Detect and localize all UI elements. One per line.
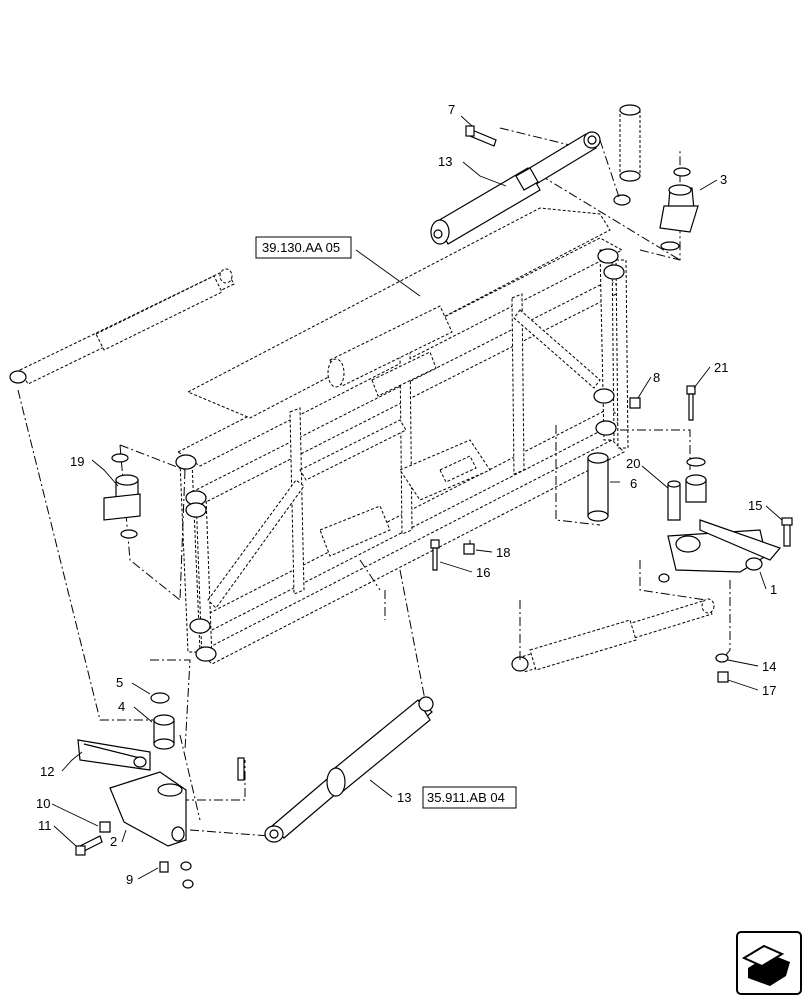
callout-13-upper: 13 (438, 154, 452, 169)
callout-5: 5 (116, 675, 123, 690)
upper-pin-column (613, 104, 641, 206)
fitting-9 (159, 861, 194, 889)
nut-17 (717, 671, 729, 683)
callout-14: 14 (762, 659, 776, 674)
nut-10 (99, 821, 111, 833)
next-page-arrow-icon[interactable] (736, 931, 802, 995)
callout-18: 18 (496, 545, 510, 560)
washer-5 (150, 692, 170, 704)
nut-18 (463, 543, 475, 555)
assembly-lines (17, 127, 731, 837)
bolt-16 (430, 539, 440, 571)
callout-12: 12 (40, 764, 54, 779)
lever-1 (658, 519, 782, 583)
callout-6: 6 (630, 476, 637, 491)
boom-frame (175, 207, 629, 665)
reference-frame: 39.130.AA 05 (255, 236, 352, 259)
nut-8 (629, 397, 641, 409)
callout-7: 7 (448, 102, 455, 117)
callout-9: 9 (126, 872, 133, 887)
callout-1: 1 (770, 582, 777, 597)
bracket-2 (109, 757, 245, 847)
bolt-7 (465, 125, 497, 147)
callout-13-lower: 13 (397, 790, 411, 805)
bracket-19 (103, 453, 141, 539)
callout-10: 10 (36, 796, 50, 811)
callout-11: 11 (38, 818, 52, 833)
washer-14 (715, 653, 729, 663)
callout-labels: 7 13 3 8 21 19 20 6 15 18 16 1 14 17 5 4… (36, 102, 777, 887)
bolt-11 (75, 835, 103, 856)
bushing-4 (153, 714, 175, 750)
bracket-3 (659, 167, 699, 251)
pin-20 (667, 457, 707, 521)
leader-lines (51, 115, 783, 880)
cylinder-lower-13 (264, 696, 434, 843)
callout-2: 2 (110, 834, 117, 849)
reference-cylinder: 35.911.AB 04 (422, 786, 517, 809)
ghost-cylinder-lower (511, 598, 715, 673)
callout-19: 19 (70, 454, 84, 469)
pin-6 (587, 452, 609, 522)
reference-frame-text: 39.130.AA 05 (262, 240, 340, 255)
callout-15: 15 (748, 498, 762, 513)
callout-4: 4 (118, 699, 125, 714)
callout-3: 3 (720, 172, 727, 187)
bolt-21 (686, 385, 696, 421)
callout-20: 20 (626, 456, 640, 471)
bolt-15 (781, 517, 793, 547)
callout-21: 21 (714, 360, 728, 375)
ghost-cylinder-upper (9, 268, 235, 385)
callout-8: 8 (653, 370, 660, 385)
callout-17: 17 (762, 683, 776, 698)
link-12 (77, 739, 151, 771)
callout-16: 16 (476, 565, 490, 580)
cylinder-upper-13 (430, 131, 601, 245)
reference-cylinder-text: 35.911.AB 04 (427, 790, 505, 805)
